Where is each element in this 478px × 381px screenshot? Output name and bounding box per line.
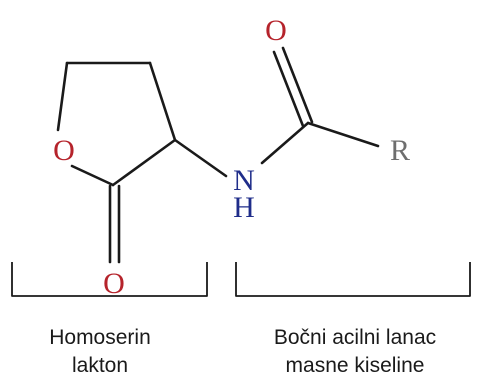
lactone-caption-line1: Homoserin: [49, 326, 151, 349]
bond-ring-upper-left: [56, 61, 69, 132]
acyl-caption-line1: Bočni acilni lanac: [274, 326, 436, 349]
bond-ring-upper-right: [148, 61, 177, 142]
r-group-label: R: [390, 134, 410, 167]
bond-nitrogen-acyl-carbon: [260, 121, 310, 165]
bond-acyl-carbon-r: [306, 121, 380, 148]
acyl-carbonyl-oxygen-label: O: [265, 14, 287, 47]
acyl-chain-bracket: [235, 262, 471, 297]
hydrogen-label: H: [233, 191, 255, 224]
bond-ring-lower-right: [111, 138, 177, 187]
lactone-carbonyl-bond: [108, 184, 121, 264]
lactone-ring: [56, 61, 177, 187]
lactone-caption-line2: lakton: [72, 354, 128, 377]
acyl-caption-line2: masne kiseline: [286, 354, 425, 377]
acyl-carbonyl-bond: [272, 46, 314, 128]
ring-oxygen-label: O: [53, 134, 75, 167]
bond-alpha-carbon-nitrogen: [173, 138, 228, 178]
lactone-bracket: [11, 262, 208, 297]
bond-ring-lower-left: [70, 164, 115, 187]
lactone-carbonyl-oxygen-label: O: [103, 267, 125, 300]
nitrogen-label: N: [233, 164, 255, 197]
